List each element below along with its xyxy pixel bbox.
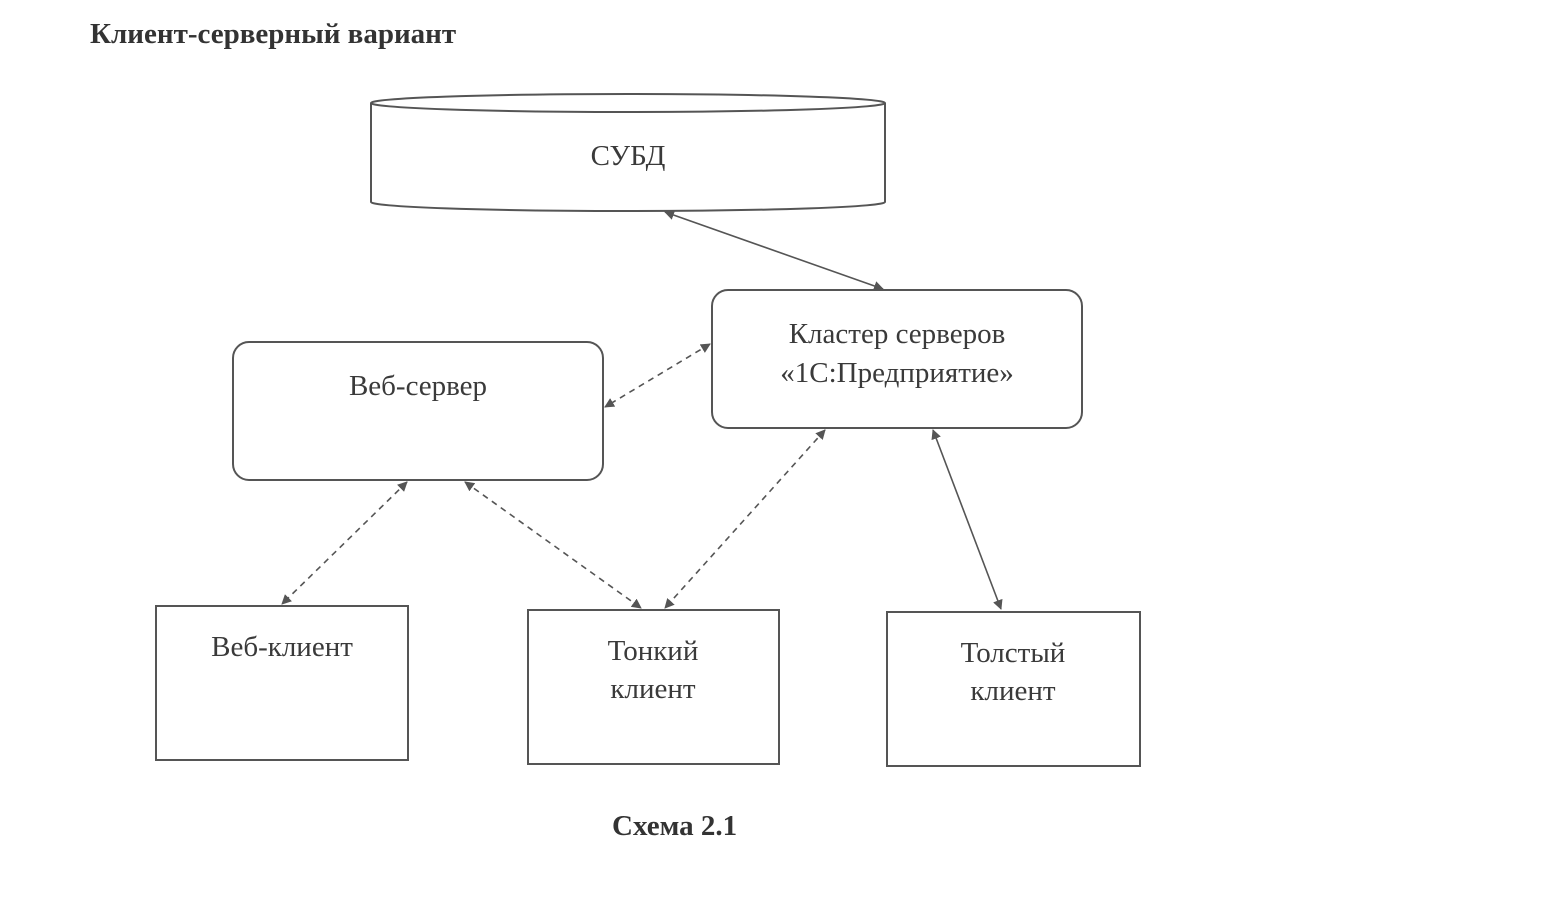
web-client-node: Веб-клиент: [155, 605, 409, 761]
cluster-box: [711, 289, 1083, 429]
thick-client-label-line1: Толстый: [961, 637, 1066, 669]
dbms-cylinder-shape: [370, 103, 886, 212]
web-client-label: Веб-клиент: [211, 631, 353, 663]
dbms-node: СУБД: [370, 93, 886, 212]
diagram-caption: Схема 2.1: [612, 810, 738, 842]
thin-client-label-line2: клиент: [610, 673, 695, 705]
web-server-box: [232, 341, 604, 481]
connector-web-server-web-client: [281, 481, 408, 605]
connector-dbms-cluster: [664, 210, 884, 291]
thin-client-box: [527, 609, 780, 765]
diagram-heading: Клиент-серверный вариант: [90, 18, 457, 50]
thin-client-node: Тонкий клиент: [527, 609, 780, 765]
thick-client-node: Толстый клиент: [886, 611, 1141, 767]
thin-client-label-line1: Тонкий: [608, 635, 699, 667]
connections-layer: [281, 210, 1003, 610]
dbms-cylinder-top: [370, 93, 886, 113]
cluster-label-line2: «1С:Предприятие»: [780, 357, 1014, 389]
connector-web-server-thin-client: [464, 481, 642, 609]
web-server-node: Веб-сервер: [232, 341, 604, 481]
cluster-node: Кластер серверов «1С:Предприятие»: [711, 289, 1083, 429]
web-server-label: Веб-сервер: [349, 370, 487, 402]
dbms-label: СУБД: [591, 140, 666, 172]
cluster-label-line1: Кластер серверов: [789, 318, 1006, 350]
connector-cluster-thick-client: [931, 429, 1003, 610]
connector-cluster-web-server: [604, 343, 711, 408]
thick-client-box: [886, 611, 1141, 767]
connector-cluster-thin-client: [664, 429, 826, 609]
thick-client-label-line2: клиент: [970, 675, 1055, 707]
web-client-box: [155, 605, 409, 761]
